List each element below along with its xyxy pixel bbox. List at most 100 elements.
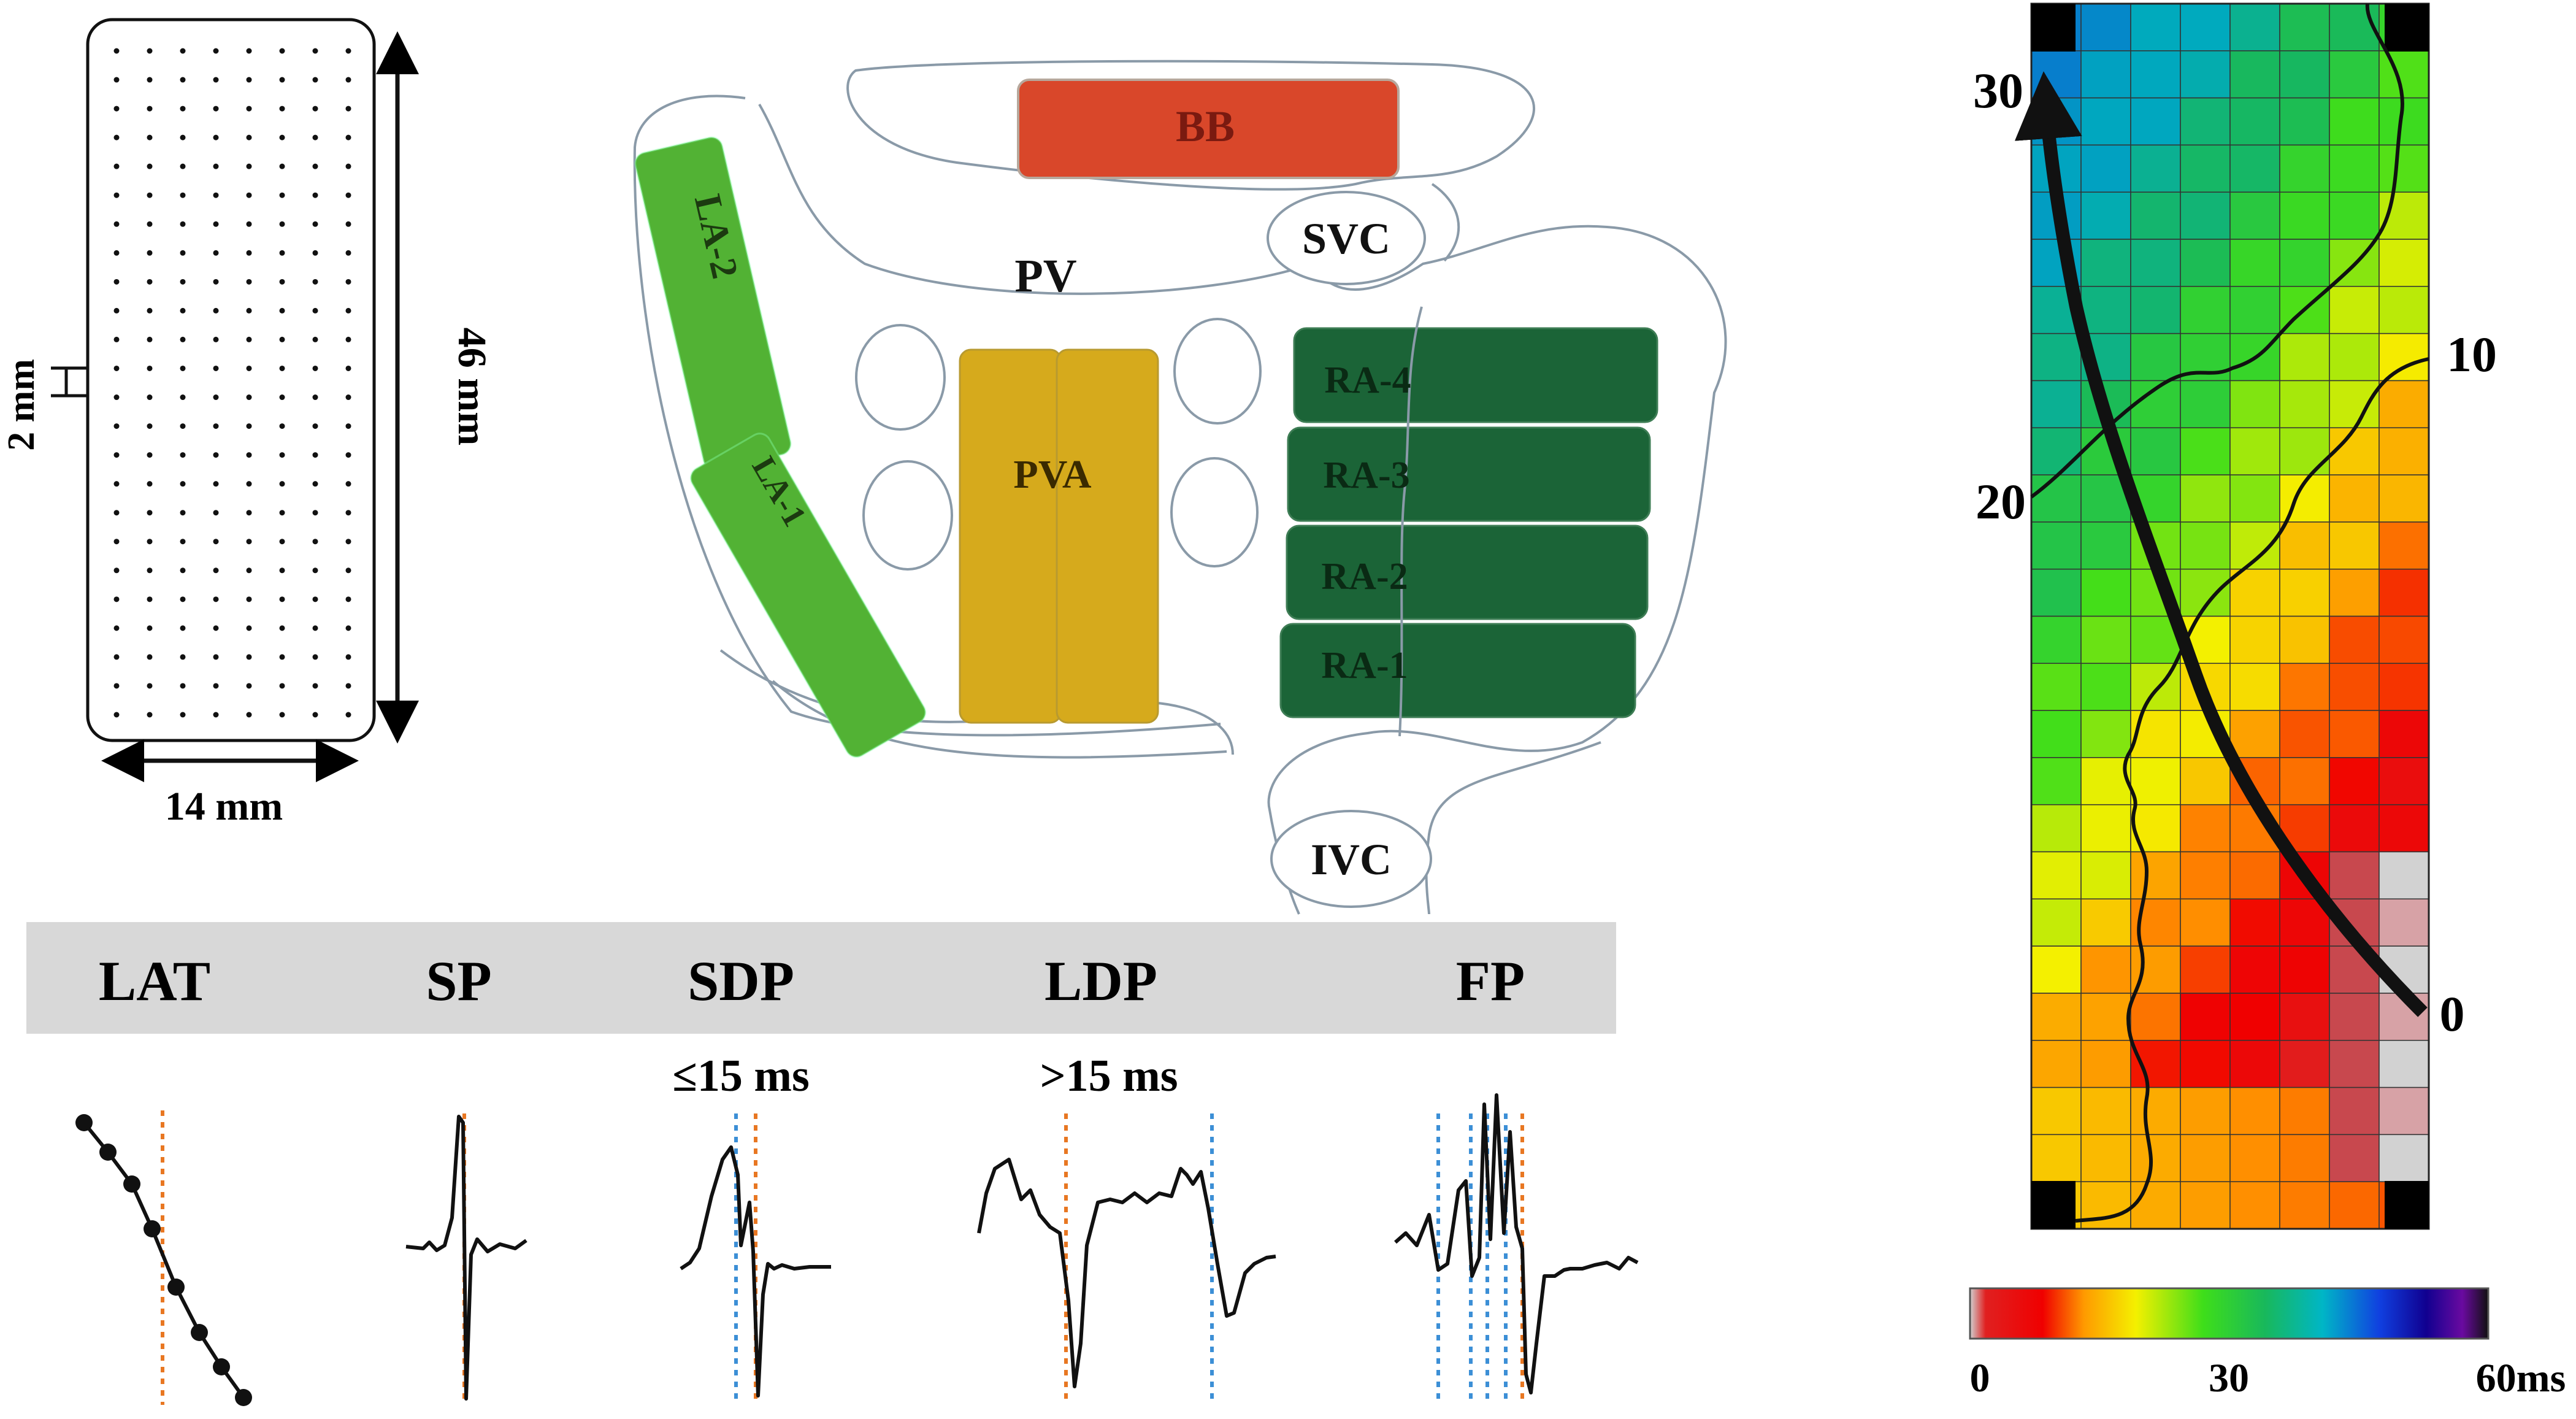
electrode-dot: [246, 712, 252, 718]
electrode-dot: [213, 365, 219, 371]
pv-outline-left: [758, 104, 1313, 295]
map-cell: [2080, 1134, 2131, 1182]
electrode-dot: [113, 654, 120, 660]
electrode-dot: [213, 567, 219, 574]
electrode-dot: [147, 221, 153, 227]
electrode-dot: [147, 452, 153, 458]
colorbar-tick-60: 60ms: [2476, 1356, 2566, 1401]
isochrone-upper: [2030, 3, 2404, 499]
electrode-dot: [279, 539, 285, 545]
isochrone-lower: [2075, 357, 2429, 1223]
electrode-dot: [312, 423, 318, 429]
label-pva: PVA: [1013, 452, 1091, 497]
electrode-dot: [312, 654, 318, 660]
electrode-dot: [180, 106, 186, 112]
electrode-dot: [180, 539, 186, 545]
svc-connector: [1431, 183, 1460, 262]
map-cell: [2329, 380, 2380, 429]
electrode-dot: [113, 279, 120, 285]
electrode-dot: [279, 596, 285, 602]
electrode-dot: [345, 452, 351, 458]
electrode-dot: [312, 106, 318, 112]
ldp-criterion: >15 ms: [1040, 1051, 1178, 1101]
map-cell: [2379, 568, 2429, 617]
electrode-dot: [147, 394, 153, 401]
electrode-dot: [246, 307, 252, 313]
ivc-ellipse: [1270, 810, 1432, 908]
corner-bottom-right: [2385, 1181, 2429, 1229]
electrode-dot: [180, 48, 186, 54]
electrode-dot: [180, 221, 186, 227]
map-cell: [2379, 380, 2429, 429]
electrode-dot: [312, 279, 318, 285]
electrode-dot: [147, 481, 153, 487]
map-cell: [2229, 993, 2280, 1041]
electrode-dot: [213, 307, 219, 313]
electrode-dot: [345, 654, 351, 660]
electrode-dot: [312, 134, 318, 140]
map-cell: [2031, 993, 2082, 1041]
map-cell: [2229, 568, 2280, 617]
electrode-dot: [279, 625, 285, 631]
map-cell: [2180, 144, 2231, 193]
map-cell: [2031, 568, 2082, 617]
map-cell: [2379, 50, 2429, 99]
electrode-dot: [213, 250, 219, 256]
electrode-dot: [279, 365, 285, 371]
map-cell: [2379, 663, 2429, 711]
electrode-dot: [279, 452, 285, 458]
label-svc: SVC: [1302, 214, 1390, 263]
electrode-dot: [246, 365, 252, 371]
trace-sdp: [680, 1113, 831, 1405]
map-cell: [2180, 1134, 2231, 1182]
electrode-dot: [113, 106, 120, 112]
colorbar-tick-0: 0: [1970, 1356, 1990, 1401]
map-cell: [2031, 97, 2082, 146]
map-cell: [2329, 97, 2380, 146]
electrode-dot: [246, 192, 252, 198]
electrode-dot: [147, 134, 153, 140]
electrode-dot: [246, 163, 252, 169]
map-cell: [2031, 615, 2082, 664]
map-cell: [2080, 191, 2131, 240]
isochrone-label-10: 10: [2447, 326, 2497, 382]
electrode-dot: [246, 221, 252, 227]
pv-ellipse-3: [1173, 318, 1262, 425]
map-cell: [2229, 615, 2280, 664]
map-cell: [2229, 1134, 2280, 1182]
electrode-dot: [147, 539, 153, 545]
electrode-dot: [147, 596, 153, 602]
electrode-dot: [180, 712, 186, 718]
electrode-dot: [147, 250, 153, 256]
region-ra-1: [1279, 623, 1636, 718]
electrode-dot: [180, 481, 186, 487]
map-cell: [2080, 615, 2131, 664]
map-cell: [2279, 1086, 2330, 1136]
electrode-dot: [147, 307, 153, 313]
map-border: [2030, 2, 2430, 1230]
electrode-dot: [113, 567, 120, 574]
electrode-dot: [180, 365, 186, 371]
electrode-dot: [113, 336, 120, 342]
map-cell: [2180, 474, 2231, 523]
electrode-dot: [279, 683, 285, 689]
map-cell: [2279, 427, 2330, 475]
ra-outer-outline: [1267, 225, 1727, 915]
electrode-dot: [345, 596, 351, 602]
map-cell: [2279, 144, 2330, 193]
electrode-dot: [180, 134, 186, 140]
electrode-dot-grid: [113, 48, 351, 718]
electrode-dot: [279, 106, 285, 112]
pv-ellipse-1: [855, 324, 946, 431]
electrode-dot: [147, 336, 153, 342]
map-cell: [2379, 333, 2429, 382]
electrode-dot: [180, 192, 186, 198]
map-cell: [2080, 898, 2131, 947]
electrode-dot: [246, 654, 252, 660]
electrode-dot: [113, 712, 120, 718]
map-cell: [2379, 710, 2429, 758]
map-cell: [2031, 1086, 2082, 1136]
electrode-dot: [246, 423, 252, 429]
map-cell: [2130, 50, 2181, 99]
